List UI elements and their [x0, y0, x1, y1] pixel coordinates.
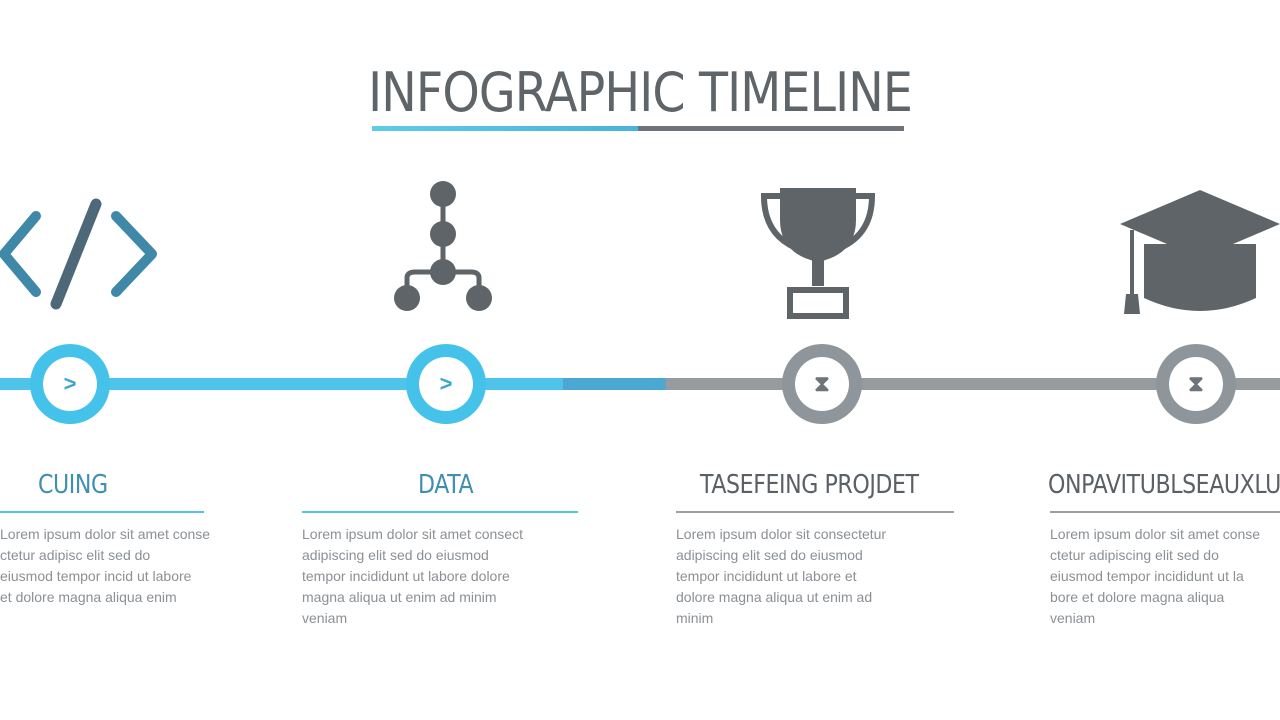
- description-line: adipiscing elit sed do eiusmod: [676, 547, 863, 563]
- title-underline: [372, 126, 904, 131]
- step-label-underline: [1050, 511, 1280, 513]
- description-line: eiusmod tempor incididunt ut la: [1050, 568, 1244, 584]
- step-description: Lorem ipsum dolor sit amet conse ctetur …: [0, 524, 210, 608]
- hourglass-icon: ⧗: [1188, 371, 1204, 396]
- title-block: INFOGRAPHIC TIMELINE: [0, 60, 1280, 126]
- description-line: veniam: [1050, 610, 1096, 626]
- description-line: veniam: [302, 610, 348, 626]
- description-line: eiusmod tempor incid ut labore: [0, 568, 192, 584]
- timeline-node-2: >: [406, 344, 486, 424]
- chevron-right-icon: >: [63, 371, 77, 396]
- description-line: adipiscing elit sed do eiusmod: [302, 547, 489, 563]
- timeline-node-1: >: [30, 344, 110, 424]
- description-line: tempor incididunt ut labore et: [676, 568, 857, 584]
- description-line: Lorem ipsum dolor sit amet conse: [1050, 526, 1261, 542]
- description-line: Lorem ipsum dolor sit amet conse: [0, 526, 211, 542]
- graduation-cap-icon: [1120, 190, 1280, 314]
- step-label: TASEFEING PROJDET: [700, 470, 919, 500]
- timeline-node-3: ⧗: [782, 344, 862, 424]
- step-description: Lorem ipsum dolor sit amet consect adipi…: [302, 524, 523, 629]
- step-description: Lorem ipsum dolor sit consectetur adipis…: [676, 524, 886, 629]
- description-line: ctetur adipiscing elit sed do: [1050, 547, 1219, 563]
- timeline-node-4: ⧗: [1156, 344, 1236, 424]
- description-line: Lorem ipsum dolor sit consectetur: [676, 526, 887, 542]
- chevron-right-icon: >: [439, 371, 453, 396]
- description-line: Lorem ipsum dolor sit amet consect: [302, 526, 523, 542]
- timeline-line: [0, 378, 1280, 390]
- step-label: CUING: [38, 470, 108, 500]
- hourglass-icon: ⧗: [814, 371, 830, 396]
- step-label: ONPAVITUBLSEAUXLU: [1048, 470, 1280, 500]
- code-icon: [0, 198, 157, 310]
- step-label-underline: [302, 511, 578, 513]
- description-line: tempor incididunt ut labore dolore: [302, 568, 510, 584]
- step-label-underline: [0, 511, 204, 513]
- description-line: bore et dolore magna aliqua: [1050, 589, 1225, 605]
- step-label-underline: [676, 511, 954, 513]
- description-line: dolore magna aliqua ut enim ad: [676, 589, 873, 605]
- data-hierarchy-icon: [394, 181, 492, 311]
- step-label: DATA: [418, 470, 474, 500]
- description-line: minim: [676, 610, 714, 626]
- description-line: et dolore magna aliqua enim: [0, 589, 177, 605]
- trophy-icon: [760, 188, 876, 319]
- page-title: INFOGRAPHIC TIMELINE: [368, 61, 913, 124]
- step-description: Lorem ipsum dolor sit amet conse ctetur …: [1050, 524, 1260, 629]
- description-line: ctetur adipisc elit sed do: [0, 547, 151, 563]
- description-line: magna aliqua ut enim ad minim: [302, 589, 497, 605]
